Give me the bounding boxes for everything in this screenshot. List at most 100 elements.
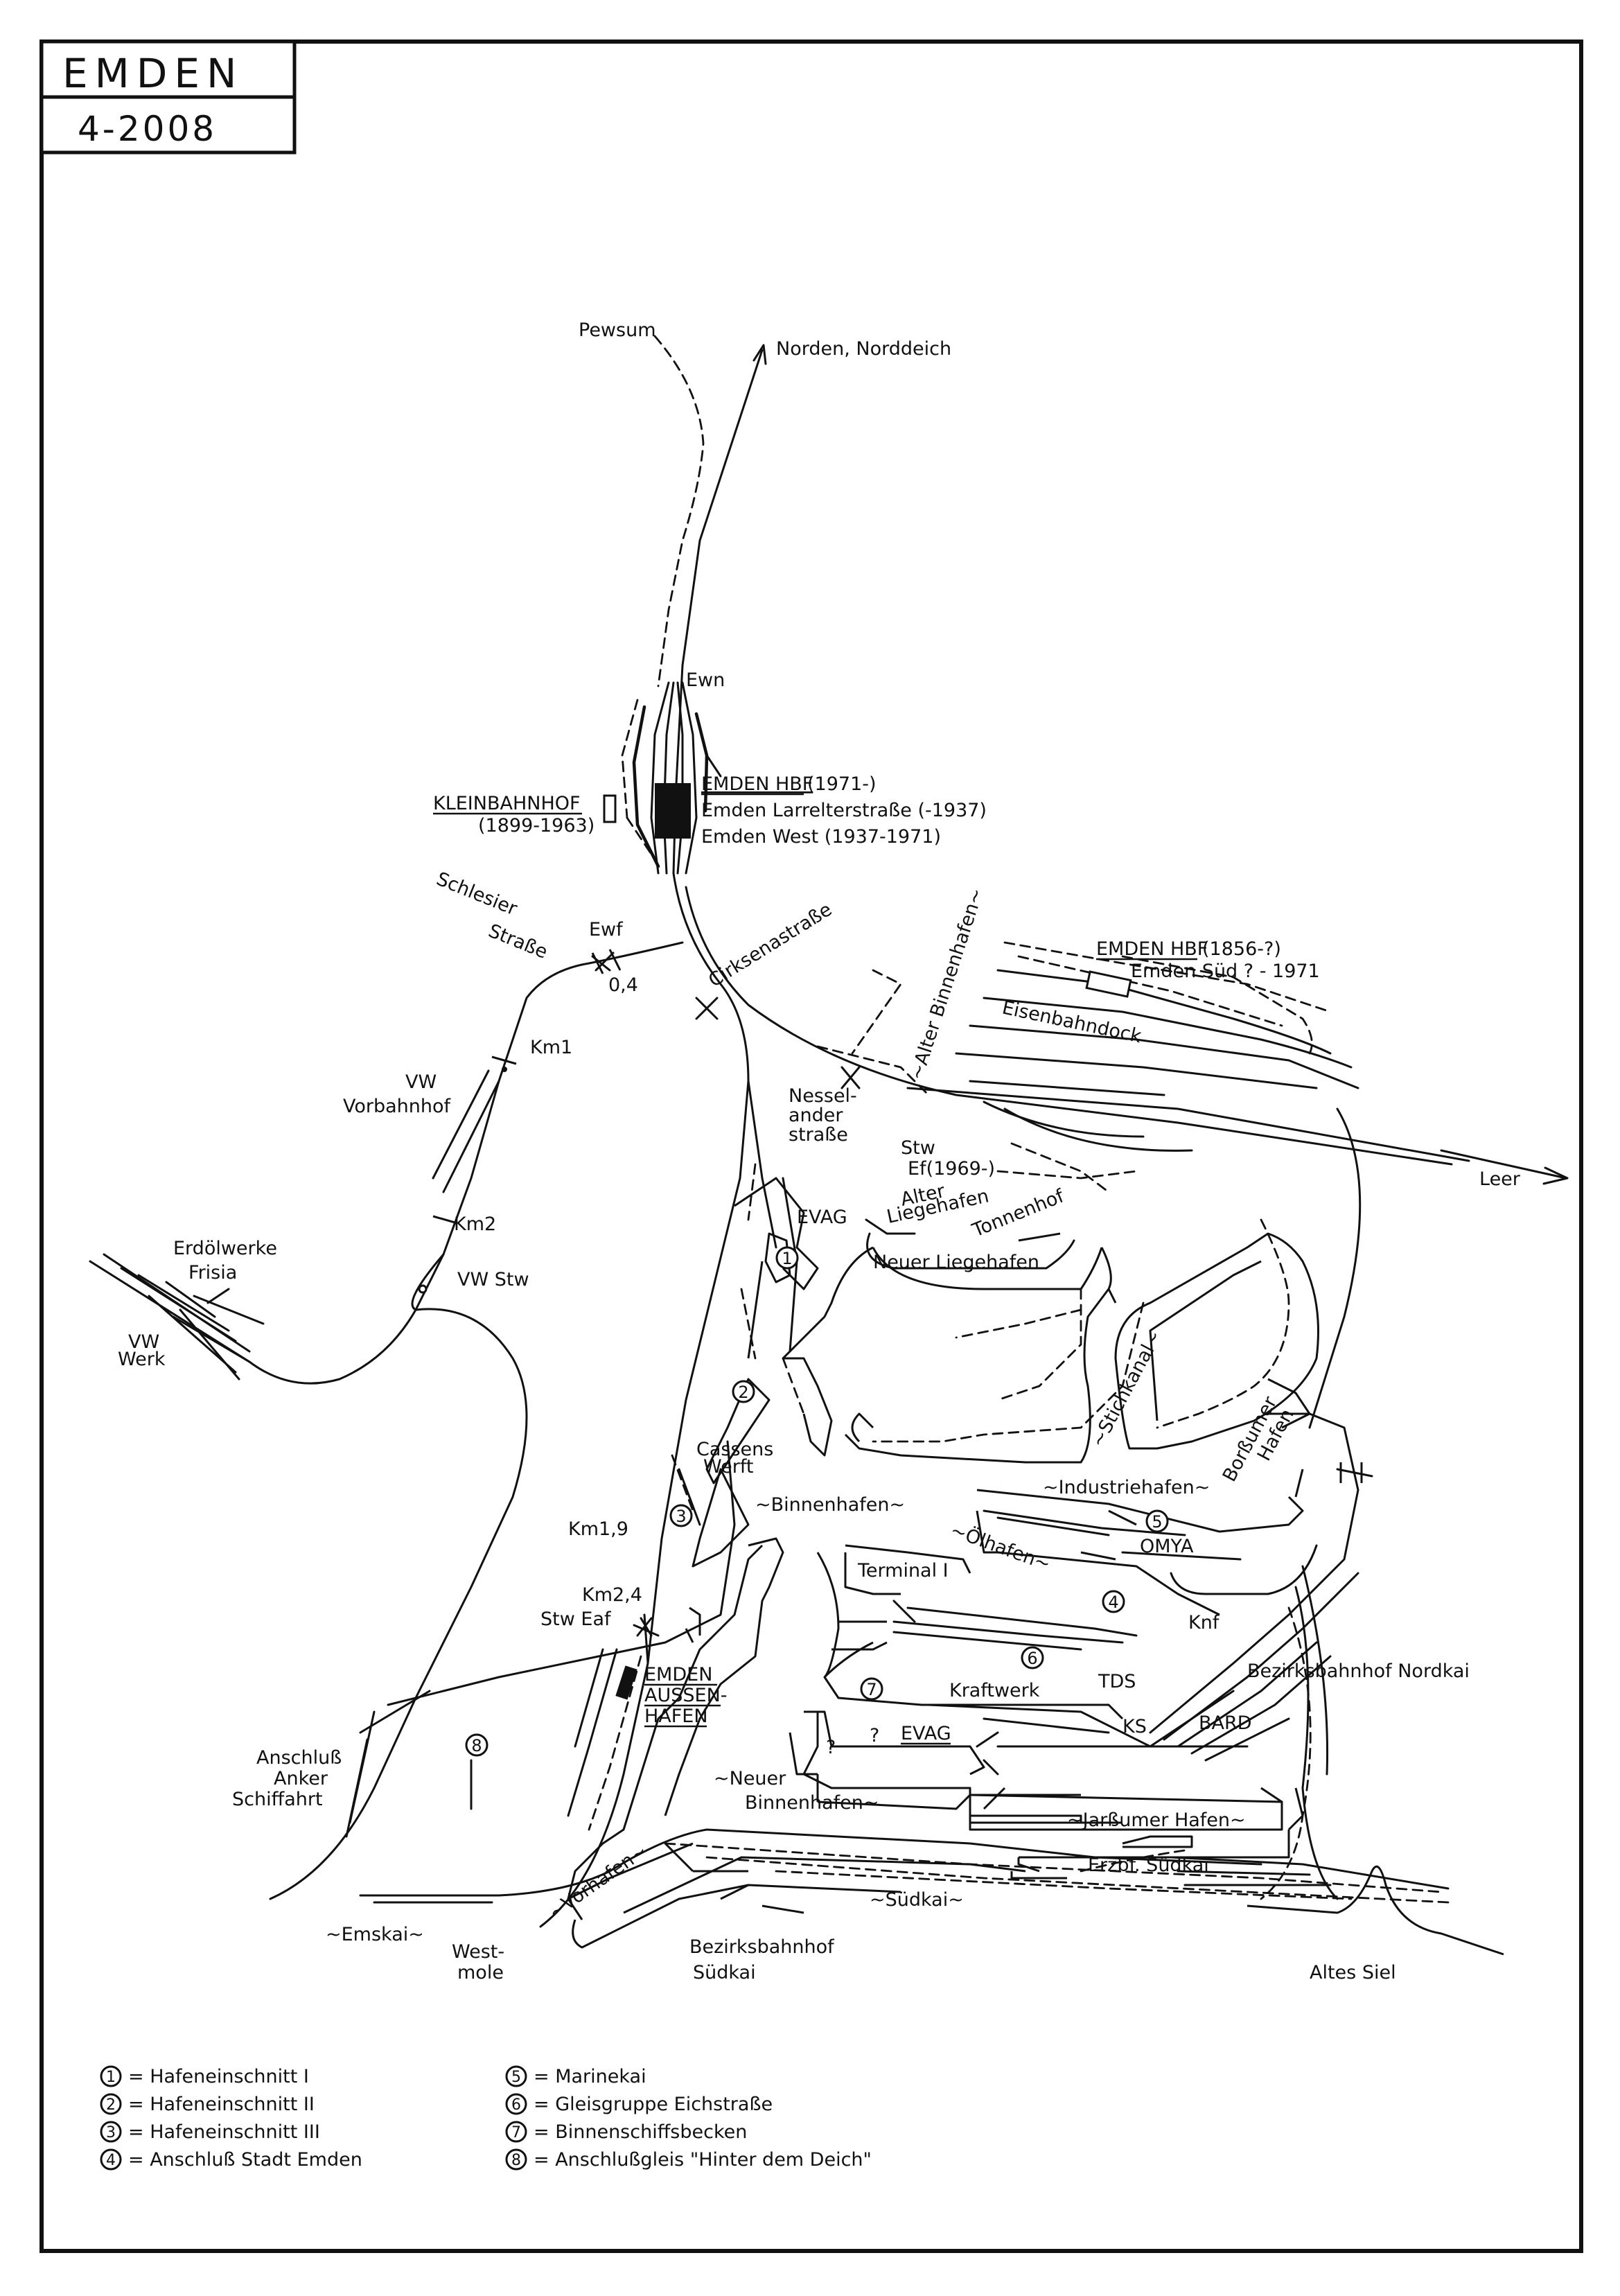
label-aussenhafen-1: EMDEN (644, 1664, 712, 1685)
label-hbf-old: EMDEN HBF (1096, 938, 1208, 960)
label-km24: Km2,4 (582, 1584, 642, 1606)
label-vw-werk-2: Werk (118, 1349, 166, 1370)
tracks (89, 335, 1569, 1928)
harbour-shorelines (567, 1177, 1504, 1956)
label-nessel-2: ander (789, 1105, 843, 1126)
label-eisenbahndock: Eisenbahndock (1001, 997, 1144, 1048)
svg-text:5: 5 (511, 2069, 521, 2086)
legend-item-5: 5 = Marinekai (505, 2065, 646, 2087)
label-hbf-new: EMDEN HBF (701, 773, 813, 795)
label-ks: KS (1122, 1716, 1147, 1737)
svg-text:5: 5 (1152, 1512, 1162, 1532)
label-bezirk-suedkai-2: Südkai (693, 1962, 756, 1983)
label-ewf: Ewf (589, 919, 624, 940)
svg-text:3: 3 (106, 2124, 116, 2141)
track-norden-arrow (752, 344, 767, 365)
label-westmole-1: West- (452, 1941, 504, 1963)
label-schlesier-1: Schlesier (433, 868, 520, 920)
label-stw-ef-2: Ef(1969-) (908, 1158, 995, 1180)
label-oelhafen: ~Ölhafen~ (948, 1519, 1054, 1576)
svg-text:7: 7 (511, 2124, 521, 2141)
svg-text:3: 3 (676, 1507, 686, 1526)
svg-text:8: 8 (511, 2152, 521, 2169)
svg-text:= Anschluß Stadt Emden: = Anschluß Stadt Emden (128, 2149, 362, 2171)
legend: 1 = Hafeneinschnitt I 2 = Hafeneinschnit… (100, 2065, 872, 2171)
label-km2: Km2 (454, 1213, 496, 1235)
label-altes-siel: Altes Siel (1310, 1962, 1396, 1983)
svg-text:= Hafeneinschnitt I: = Hafeneinschnitt I (128, 2066, 309, 2087)
track-leer-arrow (1542, 1166, 1569, 1185)
legend-item-6: 6 = Gleisgruppe Eichstraße (505, 2093, 773, 2115)
label-vw-vorbahnhof-1: VW (405, 1071, 437, 1093)
map-title: EMDEN (62, 50, 243, 97)
svg-text:4: 4 (1108, 1593, 1118, 1612)
legend-item-8: 8 = Anschlußgleis "Hinter dem Deich" (505, 2148, 872, 2171)
label-ewn: Ewn (686, 669, 725, 691)
svg-text:= Gleisgruppe Eichstraße: = Gleisgruppe Eichstraße (534, 2094, 773, 2115)
label-suedkai: ~Südkai~ (870, 1889, 964, 1911)
label-hbf-old-years: (1856-?) (1202, 938, 1281, 960)
title-block: EMDEN 4-2008 (39, 40, 297, 155)
label-westmole-2: mole (457, 1962, 504, 1983)
label-terminal: Terminal I (857, 1560, 949, 1581)
emden-hbf-building (655, 783, 691, 839)
label-evag-1: EVAG (797, 1207, 847, 1228)
label-neuer-liegehafen: Neuer Liegehafen (873, 1252, 1039, 1273)
svg-text:= Binnenschiffsbecken: = Binnenschiffsbecken (534, 2121, 747, 2143)
track-pewsum-line (653, 335, 705, 687)
label-omya: OMYA (1140, 1536, 1194, 1557)
marker-4: 4 (1102, 1590, 1125, 1613)
label-anschluss-1: Anschluß (256, 1747, 342, 1769)
label-vw-vorbahnhof-2: Vorbahnhof (343, 1096, 452, 1117)
marker-2: 2 (732, 1380, 755, 1403)
label-kraftwerk: Kraftwerk (949, 1680, 1040, 1701)
svg-text:6: 6 (511, 2096, 521, 2114)
map-date: 4-2008 (78, 109, 217, 149)
label-jarssumer: ~Jarßumer Hafen~ (1067, 1809, 1246, 1831)
label-cassens-1: Cassens (696, 1439, 773, 1460)
svg-text:= Marinekai: = Marinekai (534, 2066, 646, 2087)
label-bezirk-suedkai-1: Bezirksbahnhof (689, 1936, 835, 1958)
svg-text:= Anschlußgleis "Hinter dem De: = Anschlußgleis "Hinter dem Deich" (534, 2149, 872, 2171)
label-vorhafen: ~Vorhafen~ (545, 1840, 651, 1923)
label-erdoel-2: Frisia (188, 1262, 237, 1283)
label-vw-werk-1: VW (128, 1331, 159, 1353)
marker-1: 1 (775, 1246, 799, 1270)
label-aussenhafen-3: HAFEN (644, 1706, 708, 1727)
label-nessel-1: Nessel- (789, 1085, 857, 1107)
label-emskai: ~Emskai~ (326, 1924, 424, 1945)
marker-6: 6 (1021, 1646, 1044, 1670)
marker-5: 5 (1145, 1509, 1169, 1533)
label-anschluss-2: Anker (274, 1768, 328, 1789)
label-alter-binnenhafen: ~Alter Binnenhafen~ (906, 886, 988, 1083)
emden-aussenhafen-building (615, 1665, 637, 1700)
label-vw-stw: VW Stw (457, 1269, 529, 1290)
svg-text:2: 2 (106, 2096, 116, 2114)
kleinbahnhof-building (603, 794, 617, 823)
label-neuer-binnenhafen-2: Binnenhafen~ (745, 1792, 879, 1814)
label-nessel-3: straße (789, 1124, 848, 1146)
legend-item-7: 7 = Binnenschiffsbecken (505, 2121, 747, 2143)
label-km19: Km1,9 (568, 1518, 628, 1540)
marker-3: 3 (669, 1504, 693, 1527)
label-aussenhafen-2: AUSSEN- (644, 1685, 728, 1706)
label-evag-2: EVAG (901, 1723, 951, 1744)
label-km1: Km1 (530, 1037, 572, 1058)
label-stw-eaf: Stw Eaf (540, 1609, 612, 1630)
label-anschluss-3: Schiffahrt (232, 1789, 323, 1810)
label-cirksena: Cirksenastraße (705, 899, 836, 992)
label-emden-sued: Emden Süd ? - 1971 (1131, 961, 1320, 982)
circled-markers: 1 2 3 4 5 6 7 8 (465, 1246, 1169, 1757)
svg-text:1: 1 (782, 1249, 792, 1268)
legend-item-3: 3 = Hafeneinschnitt III (100, 2121, 320, 2143)
label-binnenhafen: ~Binnenhafen~ (755, 1494, 905, 1516)
svg-text:8: 8 (471, 1736, 482, 1755)
label-larrelt: Emden Larrelterstraße (-1937) (701, 800, 987, 821)
label-west: Emden West (1937-1971) (701, 826, 941, 848)
label-neuer-binnenhafen-1: ~Neuer (714, 1768, 786, 1789)
label-norden: Norden, Norddeich (776, 338, 951, 360)
label-erzbf: Erzbf. Südkai (1088, 1855, 1209, 1876)
label-leer: Leer (1479, 1168, 1521, 1190)
label-kleinbahnhof-years: (1899-1963) (478, 815, 595, 836)
label-knf: Knf (1188, 1612, 1220, 1633)
